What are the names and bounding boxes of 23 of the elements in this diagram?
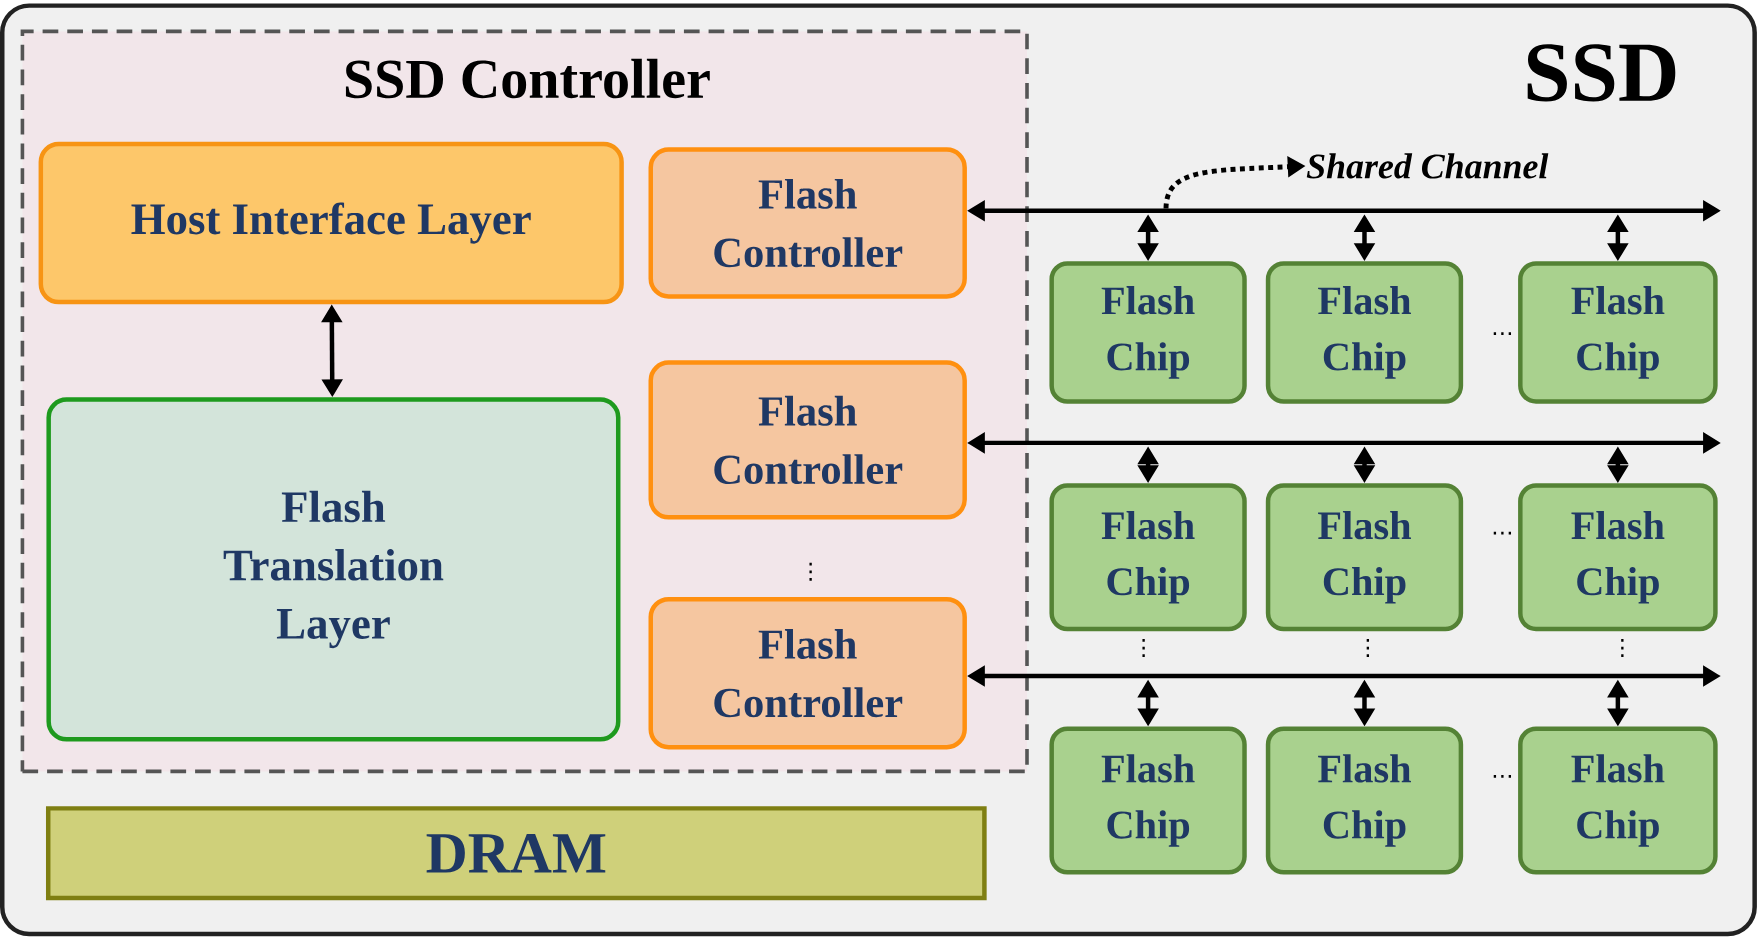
flash-controller-box: Flash Controller xyxy=(648,596,967,750)
ellipsis: ⋯ xyxy=(1493,774,1511,778)
flash-chip-box: Flash Chip xyxy=(1049,726,1247,875)
flash-chip-box: Flash Chip xyxy=(1049,261,1247,404)
channel-label: Shared Channel xyxy=(1306,153,1549,179)
ellipsis: ⋮ xyxy=(1142,638,1145,657)
flash-controller-box: Flash Controller xyxy=(648,360,967,520)
ellipsis: ⋯ xyxy=(1493,531,1511,535)
interface-layer-box: Host Interface Layer xyxy=(38,141,624,305)
flash-chip-box: Flash Chip xyxy=(1265,726,1464,875)
flash-chip-box: Flash Chip xyxy=(1265,261,1464,404)
flash-chip-box: Flash Chip xyxy=(1518,261,1718,404)
ellipsis: ⋯ xyxy=(1493,331,1511,335)
ellipsis: ⋮ xyxy=(1621,638,1624,657)
flash-chip-box: Flash Chip xyxy=(1049,483,1247,632)
flash-controller-box: Flash Controller xyxy=(648,147,967,299)
ellipsis: ⋮ xyxy=(1366,638,1369,657)
flash-chip-box: Flash Chip xyxy=(1518,726,1718,875)
flash-chip-box: Flash Chip xyxy=(1265,483,1464,632)
dram-bar: DRAM xyxy=(46,805,987,901)
translation-layer-box: Flash Translation Layer xyxy=(46,397,621,742)
flash-chip-box: Flash Chip xyxy=(1518,483,1718,632)
ellipsis: ⋮ xyxy=(809,562,812,581)
